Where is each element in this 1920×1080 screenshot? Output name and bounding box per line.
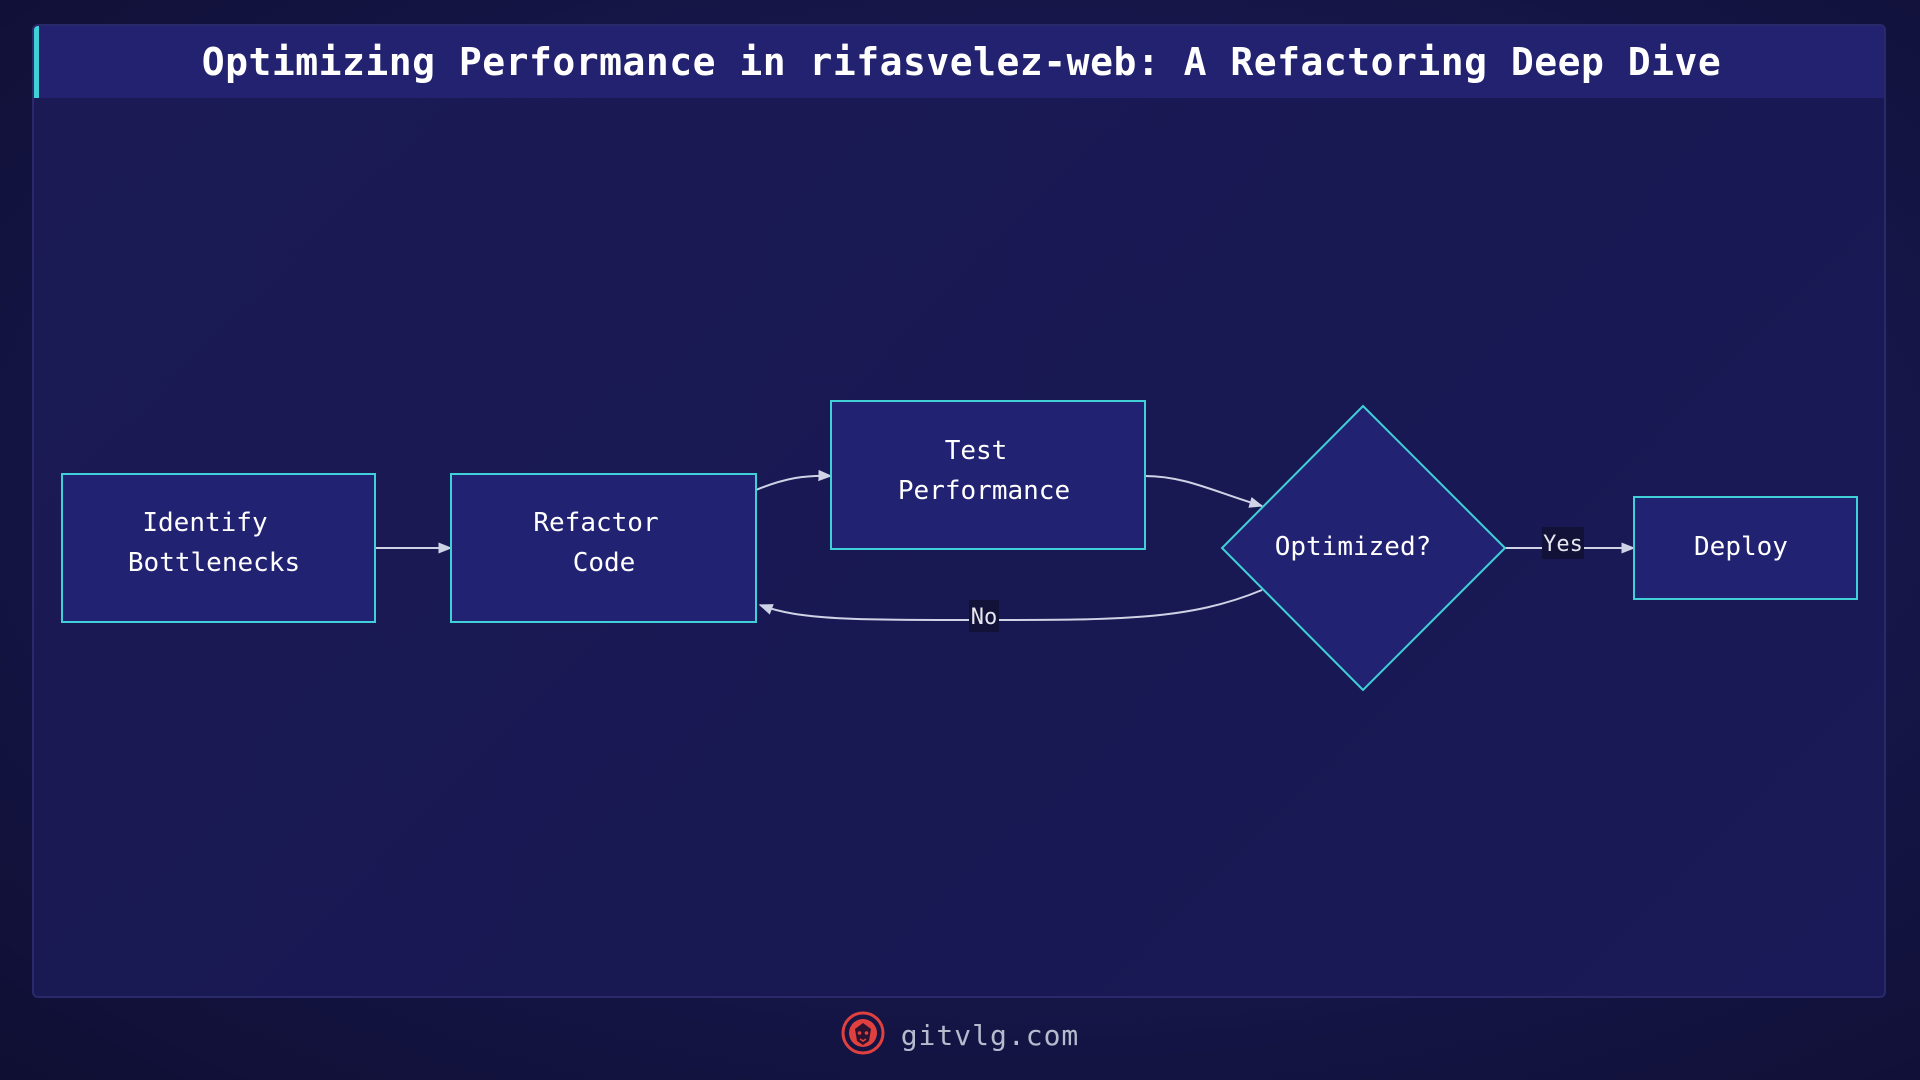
node-test-line2: Performance — [898, 476, 1070, 506]
node-decision-label: Optimized? — [1275, 532, 1432, 562]
page-title: Optimizing Performance in rifasvelez-web… — [201, 40, 1722, 84]
edge-decision-to-refactor-no — [758, 589, 1263, 621]
node-test-performance: Test Performance — [830, 400, 1146, 550]
title-bar: Optimizing Performance in rifasvelez-web… — [34, 26, 1884, 98]
edge-refactor-to-test — [755, 469, 833, 491]
edge-label-yes: Yes — [1543, 532, 1583, 557]
edge-label-yes-bg — [1542, 527, 1584, 559]
lion-logo-icon — [841, 1011, 885, 1059]
node-refactor-line1: Refactor — [533, 508, 658, 538]
node-identify-line2: Bottlenecks — [128, 548, 300, 578]
footer-site-link[interactable]: gitvlg.com — [900, 1018, 1080, 1052]
node-refactor-line2: Code — [573, 548, 636, 578]
node-identify-bottlenecks: Identify Bottlenecks — [61, 473, 376, 623]
edge-test-to-decision — [1144, 475, 1264, 508]
node-deploy: Deploy — [1633, 496, 1858, 600]
edge-label-no: No — [971, 605, 998, 630]
node-refactor-code: Refactor Code — [450, 473, 757, 623]
node-test-line1: Test — [945, 436, 1008, 466]
edge-label-no-bg — [969, 600, 999, 632]
footer: gitvlg.com — [0, 1010, 1920, 1060]
node-deploy-label: Deploy — [1694, 532, 1788, 562]
node-identify-line1: Identify — [142, 508, 267, 538]
node-decision-optimized: Optimized? — [1220, 404, 1507, 692]
